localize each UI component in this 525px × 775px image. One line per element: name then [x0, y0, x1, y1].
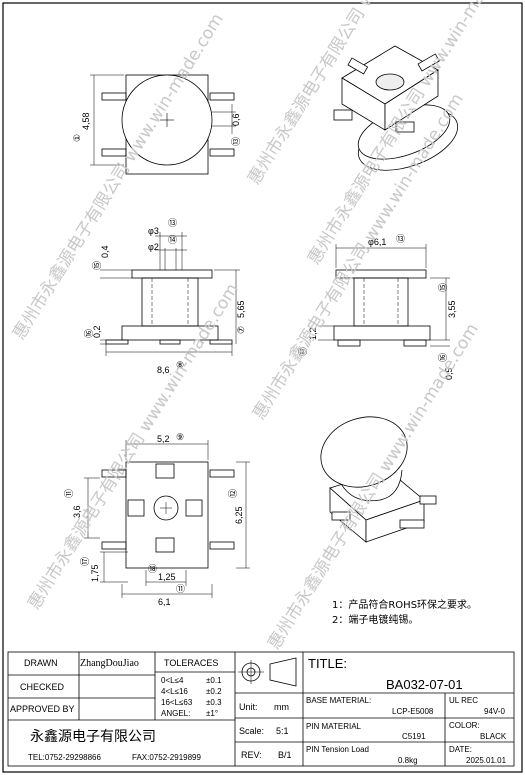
color-value: BLACK [480, 732, 507, 741]
bottom-total-w-callout: ⑪ [176, 584, 185, 594]
company-tel: TEL:0752-29298866 [28, 753, 102, 762]
top-height-dim: 4,58 [81, 112, 91, 130]
checked-label: CHECKED [20, 682, 65, 692]
front-d1-dim: φ3 [148, 226, 159, 236]
company-fax: FAX:0752-2919899 [132, 753, 201, 762]
unit-value: mm [274, 702, 289, 712]
side-view [318, 244, 450, 347]
title-label: TITLE: [308, 656, 347, 671]
bottom-pitch-callout: ⑰ [80, 557, 90, 566]
bottom-total-w-dim: 6,1 [158, 597, 171, 607]
unit-label: Unit: [239, 702, 258, 712]
front-top-dim: 0,4 [100, 245, 110, 258]
side-h1-dim: 3,55 [447, 300, 457, 318]
drawn-label: DRAWN [24, 658, 58, 668]
isometric-view-bottom [320, 416, 437, 543]
top-circle-callout: ① [72, 134, 82, 142]
tol-row-1-value: ±0.1 [206, 676, 222, 685]
top-view [90, 74, 236, 175]
side-h2-dim: 1,2 [308, 327, 318, 340]
front-d1-callout: ⑬ [168, 218, 177, 228]
bottom-w-callout: ⑨ [176, 432, 184, 442]
pin-material-value: C5191 [402, 732, 426, 741]
tol-row-2-range: 4<L≤16 [161, 687, 188, 696]
title-value: BA032-07-01 [386, 677, 463, 692]
bottom-total-h-dim: 6,25 [234, 506, 244, 524]
pin-material-label: PIN MATERIAL [306, 722, 362, 731]
tol-row-4-range: ANGEL: [161, 709, 190, 718]
base-material-value: LCP-E5008 [392, 707, 434, 716]
front-width-dim: 8,6 [157, 365, 170, 375]
bottom-w-dim: 5,2 [157, 434, 170, 444]
front-view [100, 232, 240, 356]
scale-value: 5:1 [276, 726, 289, 736]
top-pin-callout: ⑬ [231, 137, 241, 146]
tol-row-4-value: ±1° [206, 709, 218, 718]
side-h2-callout: ⑭ [298, 347, 308, 356]
drawn-value: ZhangDouJiao [80, 658, 139, 669]
side-dia-dim: φ6,1 [368, 237, 386, 247]
pin-tension-value: 0.8kg [398, 756, 418, 765]
side-h3-dim: 0,5 [444, 367, 454, 380]
company-name: 永鑫源电子有限公司 [30, 728, 156, 745]
scale-label: Scale: [239, 726, 264, 736]
front-d2-dim: φ2 [148, 242, 159, 252]
front-height-dim: 5,65 [236, 300, 246, 318]
bottom-gap-dim: 1,25 [158, 572, 176, 582]
bottom-gap-callout: ⑱ [148, 564, 157, 574]
date-value: 2025.01.01 [466, 756, 507, 765]
side-h1-callout: ⑮ [438, 283, 448, 292]
ul-value: 94V-0 [484, 707, 505, 716]
rev-label: REV: [241, 750, 262, 760]
tol-row-1-range: 0<L≤4 [161, 676, 184, 685]
tol-row-3-value: ±0.3 [206, 698, 222, 707]
note-2: 2：端子电镀纯锡。 [332, 615, 419, 626]
bottom-pitch-dim: 1,75 [90, 564, 100, 582]
approved-label: APPROVED BY [10, 704, 75, 714]
isometric-view-top [333, 45, 459, 171]
color-label: COLOR: [449, 721, 480, 730]
front-d2-callout: ⑭ [168, 235, 177, 245]
bottom-total-h-callout: ⑫ [228, 489, 238, 498]
tol-row-2-value: ±0.2 [206, 687, 222, 696]
tol-row-3-range: 16<L≤63 [161, 698, 193, 707]
base-material-label: BASE MATERIAL: [306, 696, 371, 705]
side-dia-callout: ⑬ [396, 234, 405, 244]
side-h3-callout: ⑯ [438, 353, 448, 362]
front-top-callout: ⑮ [92, 261, 102, 270]
tolerances-label: TOLERACES [164, 658, 218, 668]
bottom-view [84, 440, 250, 598]
front-base-dim: 0,2 [92, 325, 102, 338]
drawing-notes: 1：产品符合ROHS环保之要求。 2：端子电镀纯锡。 [332, 598, 477, 628]
bottom-h-dim: 3,6 [72, 505, 82, 518]
front-base-callout: ⑯ [84, 329, 94, 338]
front-height-callout: ⑦ [236, 326, 246, 334]
title-block [7, 651, 515, 767]
rev-value: B/1 [278, 750, 292, 760]
bottom-h-callout: ⑪ [64, 489, 74, 498]
pin-tension-label: PIN Tension Load [306, 745, 369, 754]
note-1: 1：产品符合ROHS环保之要求。 [332, 600, 478, 611]
date-label: DATE: [449, 745, 472, 754]
ul-label: UL REC [449, 696, 478, 705]
top-pin-gap-dim: 0,6 [231, 113, 241, 126]
front-width-callout: ⑧ [176, 360, 184, 370]
